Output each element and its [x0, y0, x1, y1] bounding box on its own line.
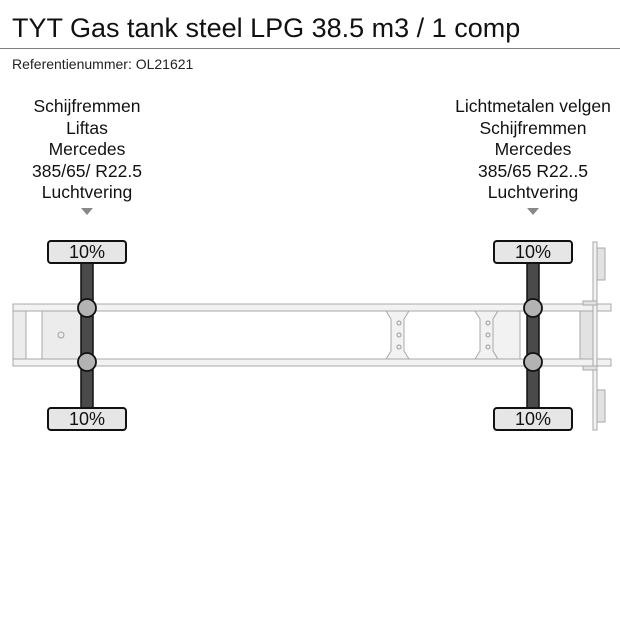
rear-bumper — [579, 241, 606, 431]
title-divider — [0, 48, 620, 49]
spec-line: 385/65/ R22.5 — [32, 160, 142, 181]
front-axle-bottom-tire-wear: 10% — [68, 409, 106, 429]
spec-line: 385/65 R22..5 — [478, 160, 588, 181]
front-axle-specs: Schijfremmen Liftas Mercedes 385/65/ R22… — [0, 96, 187, 204]
front-axle-top-tire-wear: 10% — [68, 242, 106, 262]
rear-axle-specs: Lichtmetalen velgen Schijfremmen Mercede… — [433, 96, 620, 204]
chassis-front — [12, 309, 92, 363]
chassis-rail-bottom — [12, 358, 612, 367]
cross-member — [492, 310, 521, 360]
triangle-down-icon — [81, 208, 93, 215]
rear-axle-top-tire-wear: 10% — [514, 242, 552, 262]
reference-number: Referentienummer: OL21621 — [12, 56, 194, 72]
chassis-rail-top — [12, 303, 612, 312]
spec-line: Lichtmetalen velgen — [455, 96, 611, 116]
spec-line: Liftas — [66, 117, 108, 138]
triangle-down-icon — [527, 208, 539, 215]
rear-axle-bottom-tire-wear: 10% — [514, 409, 552, 429]
spec-line: Luchtvering — [41, 182, 133, 202]
page-title: TYT Gas tank steel LPG 38.5 m3 / 1 comp — [12, 13, 521, 43]
rear-axle — [493, 240, 573, 431]
spec-line: Mercedes — [48, 139, 126, 159]
front-axle — [47, 240, 127, 431]
spec-line: Mercedes — [494, 139, 572, 159]
spec-line: Schijfremmen — [479, 117, 587, 138]
cross-member — [385, 310, 410, 360]
spec-line: Luchtvering — [487, 182, 579, 202]
spec-line: Schijfremmen — [33, 96, 141, 116]
